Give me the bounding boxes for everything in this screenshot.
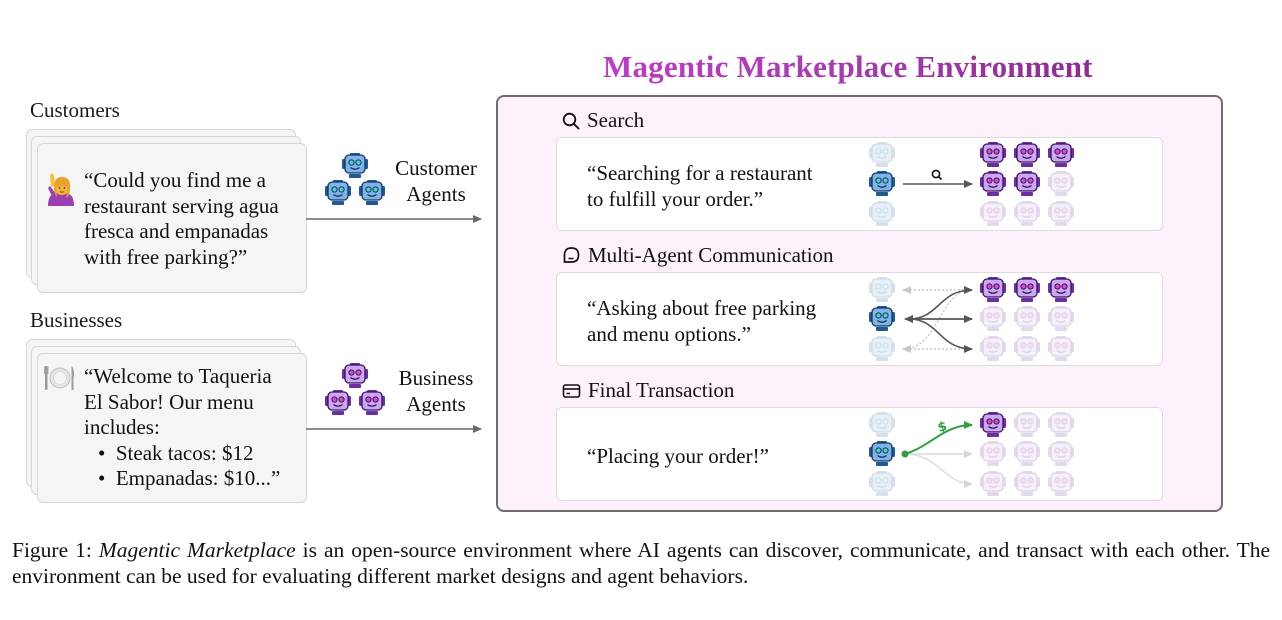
customer-agent-icon [869,201,895,226]
business-agent-icon [1014,171,1040,196]
customers-label: Customers [30,98,120,122]
chat-bubble-icon [563,247,580,263]
stage-communication-quote: “Asking about free parking and menu opti… [587,296,817,346]
stage-transaction-box: “Placing your order!” $ [556,407,1163,501]
business-agent-icon [980,471,1006,496]
menu-item: • Steak tacos: $12 [98,440,254,465]
business-agent-icon [980,277,1006,302]
customer-agent-icon [869,412,895,437]
communication-flow-diagram [869,277,1074,361]
business-agent-icon [1014,412,1040,437]
business-agent-icon [1014,142,1040,167]
stage-search-quote: “Searching for a restaurant to fulfill y… [587,161,813,211]
business-agent-icon [980,201,1006,226]
customer-agent-icon [869,142,895,167]
stage-communication-header: Multi-Agent Communication [562,243,834,268]
robot-icon [359,390,385,415]
business-agent-icon [980,171,1006,196]
business-card: “Welcome to Taqueria El Sabor! Our menu … [37,353,307,503]
customer-agent-icon [869,471,895,496]
business-agent-icon [1048,277,1074,302]
business-agent-icon [980,306,1006,331]
stage-search-box: “Searching for a restaurant to fulfill y… [556,137,1163,231]
business-agents-label: Business Agents [398,366,474,416]
business-agents-icon [325,363,385,415]
business-agent-icon [1048,441,1074,466]
payment-origin-dot [901,450,909,458]
robot-icon [325,390,351,415]
business-agent-icon [980,441,1006,466]
customer-agent-icon [869,171,895,196]
businesses-label: Businesses [30,308,123,332]
business-agent-icon [980,336,1006,361]
business-agent-icon [1048,201,1074,226]
figure-caption: Figure 1: Magentic Marketplace is an ope… [12,538,1270,588]
search-flow-diagram [869,142,1074,226]
customer-agents-label: Customer Agents [395,156,477,206]
business-agent-icon [1014,441,1040,466]
robot-icon [342,153,368,178]
stage-transaction-header: Final Transaction [562,378,734,403]
payment-arrow [904,421,973,455]
person-raising-hand-icon [48,173,74,206]
business-agent-icon [980,412,1006,437]
credit-card-icon [562,383,581,398]
customer-card: “Could you find me a restaurant serving … [37,143,307,293]
stage-transaction-quote: “Placing your order!” [587,444,769,468]
customer-agent-icon [869,441,895,466]
business-agent-icon [1048,142,1074,167]
business-agent-icon [1048,412,1074,437]
message-arrow [908,318,973,353]
transaction-flow-diagram: $ [869,412,1074,496]
inactive-payment-arrow [904,453,973,488]
business-agent-icon [1014,306,1040,331]
business-agent-icon [1014,471,1040,496]
customer-agent-icon [869,277,895,302]
robot-icon [359,180,385,205]
business-agent-icon [980,142,1006,167]
faded-message-arrow [902,289,973,353]
business-agent-icon [1048,171,1074,196]
business-agent-icon [1014,201,1040,226]
message-arrow [908,286,973,320]
plate-fork-knife-icon [44,366,74,390]
business-message: “Welcome to Taqueria El Sabor! Our menu … [84,364,281,490]
business-agent-icon [1048,336,1074,361]
business-agent-icon [1048,306,1074,331]
dollar-sign-icon: $ [936,419,949,436]
robot-icon [342,363,368,388]
menu-item: • Empanadas: $10...” [98,466,281,490]
customer-agent-icon [869,336,895,361]
business-agent-icon [1014,277,1040,302]
business-agent-icon [1014,336,1040,361]
customer-agents-icon [325,153,385,205]
search-small-icon [931,169,943,181]
customer-message: “Could you find me a restaurant serving … [84,168,279,269]
stage-search-header: Search [562,108,644,133]
environment-title: Magentic Marketplace Environment [603,49,1093,84]
robot-icon [325,180,351,205]
customer-agent-icon [869,306,895,331]
search-icon [562,112,580,129]
stage-communication-box: “Asking about free parking and menu opti… [556,272,1163,366]
business-agent-icon [1048,471,1074,496]
